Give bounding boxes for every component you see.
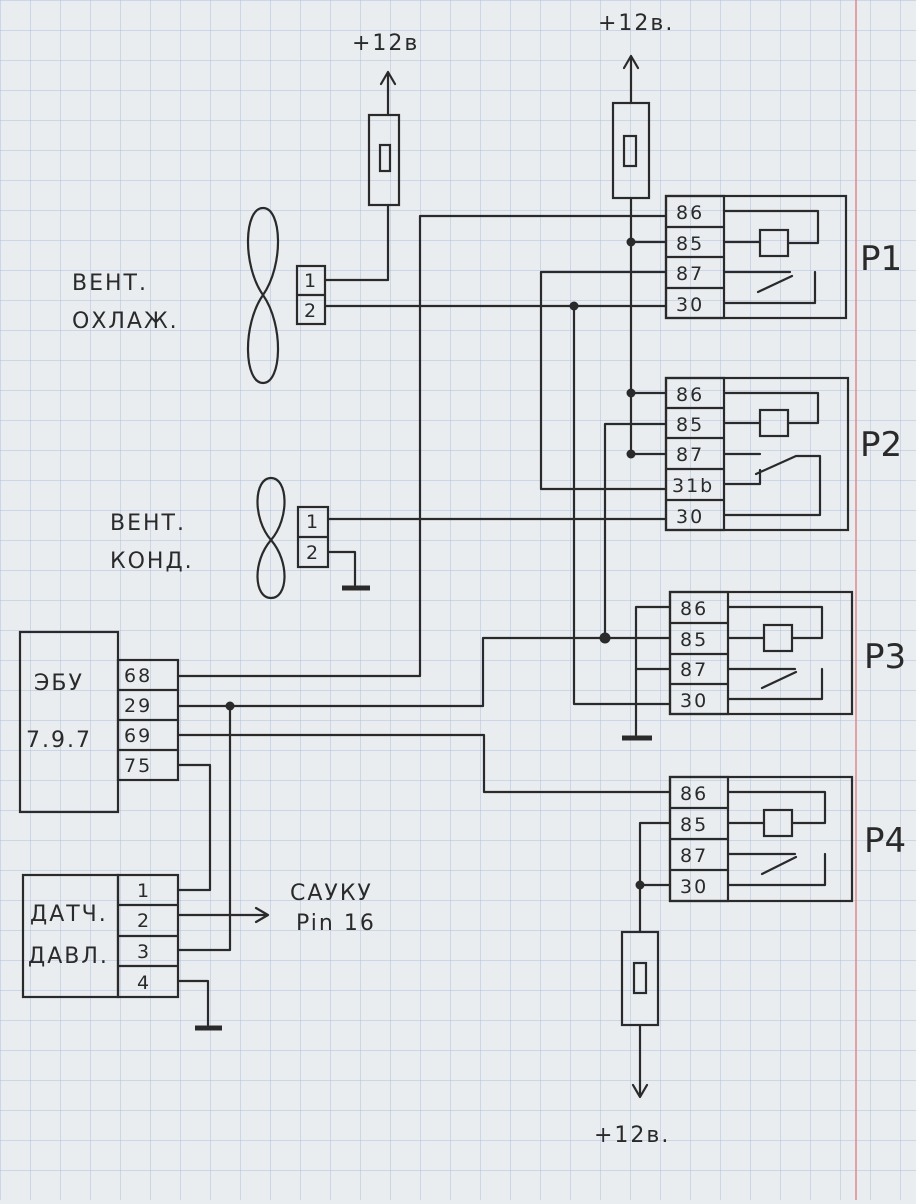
arrow-right-icon: [176, 906, 270, 924]
sensor-pin-3: 3: [137, 941, 151, 963]
relay-p1-pin-30: 30: [676, 294, 704, 316]
sensor-pin-2: 2: [137, 910, 151, 932]
relay-p2-pin-86: 86: [676, 384, 704, 406]
supply-label-top-left: +12в: [352, 31, 419, 56]
junction-dot: [626, 388, 636, 398]
relay-p1-pin-85: 85: [676, 233, 704, 255]
ecu-pin-75: 75: [124, 755, 152, 777]
relay-p3-pin-86: 86: [680, 598, 708, 620]
junction-dot: [626, 237, 636, 247]
relay-switch-icon: [726, 852, 827, 887]
relay-p3-pin-85: 85: [680, 629, 708, 651]
relay-switch-icon: [726, 667, 824, 701]
relay-p3-label: P3: [864, 637, 906, 677]
relay-switch-icon: [722, 452, 822, 517]
ecu-pin-68: 68: [124, 665, 152, 687]
arrow-up-icon: [379, 70, 397, 92]
fan-ac-pin-1: 1: [306, 511, 320, 533]
relay-p3-pin-87: 87: [680, 659, 708, 681]
relay-p1-pin-87: 87: [676, 263, 704, 285]
relay-p1: 86 85 87 30 P1: [664, 194, 902, 320]
ecu-label-2: 7.9.7: [26, 728, 92, 753]
fan-icon: [256, 476, 286, 600]
junction-dot: [599, 632, 611, 644]
sauku-label-2: Pin 16: [296, 911, 376, 936]
relay-p2-pin-87: 87: [676, 444, 704, 466]
sensor-pin-4: 4: [137, 972, 151, 994]
fan-cooling-pin-2: 2: [304, 300, 318, 322]
junctions: [225, 237, 645, 890]
relay-p4-pin-86: 86: [680, 783, 708, 805]
junction-dot: [569, 301, 579, 311]
relay-p2-pin-85: 85: [676, 414, 704, 436]
junction-dot: [626, 449, 636, 459]
sensor-label-1: ДАТЧ.: [30, 902, 108, 927]
relay-p4-pin-87: 87: [680, 845, 708, 867]
relay-p2-pin-31b: 31b: [672, 475, 714, 497]
ecu-pin-69: 69: [124, 725, 152, 747]
pressure-sensor: ДАТЧ. ДАВЛ. 1 2 3 4 САУКУ Pin 16: [21, 873, 376, 1031]
ecu-label-1: ЭБУ: [34, 671, 84, 696]
fan-cooling-label-1: ВЕНТ.: [72, 271, 148, 296]
cooling-fan: ВЕНТ. ОХЛАЖ. 1 2: [72, 206, 327, 385]
fan-ac-pin-2: 2: [306, 542, 320, 564]
relay-p4-label: P4: [864, 821, 906, 861]
arrow-down-icon: [631, 1083, 649, 1099]
fuse-body: [367, 113, 401, 207]
junction-dot: [225, 701, 235, 711]
ac-fan: ВЕНТ. КОНД. 1 2: [110, 476, 370, 600]
arrow-up-icon: [622, 54, 640, 80]
relay-p1-pin-86: 86: [676, 202, 704, 224]
sensor-pin-1: 1: [137, 880, 151, 902]
relay-p2-pin-30: 30: [676, 506, 704, 528]
supply-label-top-right: +12в.: [598, 11, 674, 36]
supply-label-bottom: +12в.: [594, 1123, 670, 1148]
relay-p4-pin-30: 30: [680, 876, 708, 898]
junction-dot: [635, 880, 645, 890]
sauku-label-1: САУКУ: [290, 881, 373, 906]
relay-p2-label: P2: [860, 425, 902, 465]
relay-p3: 86 85 87 30 P3: [668, 590, 906, 716]
ecu-block: ЭБУ 7.9.7 68 29 69 75: [18, 630, 180, 814]
sensor-label-2: ДАВЛ.: [28, 944, 109, 969]
fan-ac-label-2: КОНД.: [110, 549, 194, 574]
relay-p3-pin-30: 30: [680, 690, 708, 712]
relay-p4: 86 85 87 30 P4: [668, 775, 906, 903]
fan-cooling-label-2: ОХЛАЖ.: [72, 309, 179, 334]
fuse-cooling-fan: +12в: [352, 31, 419, 274]
ecu-pin-29: 29: [124, 695, 152, 717]
fan-ac-label-1: ВЕНТ.: [110, 511, 186, 536]
fuse-relays-bottom: +12в.: [594, 930, 670, 1148]
fan-icon: [246, 206, 280, 385]
relay-switch-icon: [722, 270, 817, 305]
relay-p4-pin-85: 85: [680, 814, 708, 836]
fan-cooling-pin-1: 1: [304, 270, 318, 292]
relay-p1-label: P1: [860, 239, 902, 279]
